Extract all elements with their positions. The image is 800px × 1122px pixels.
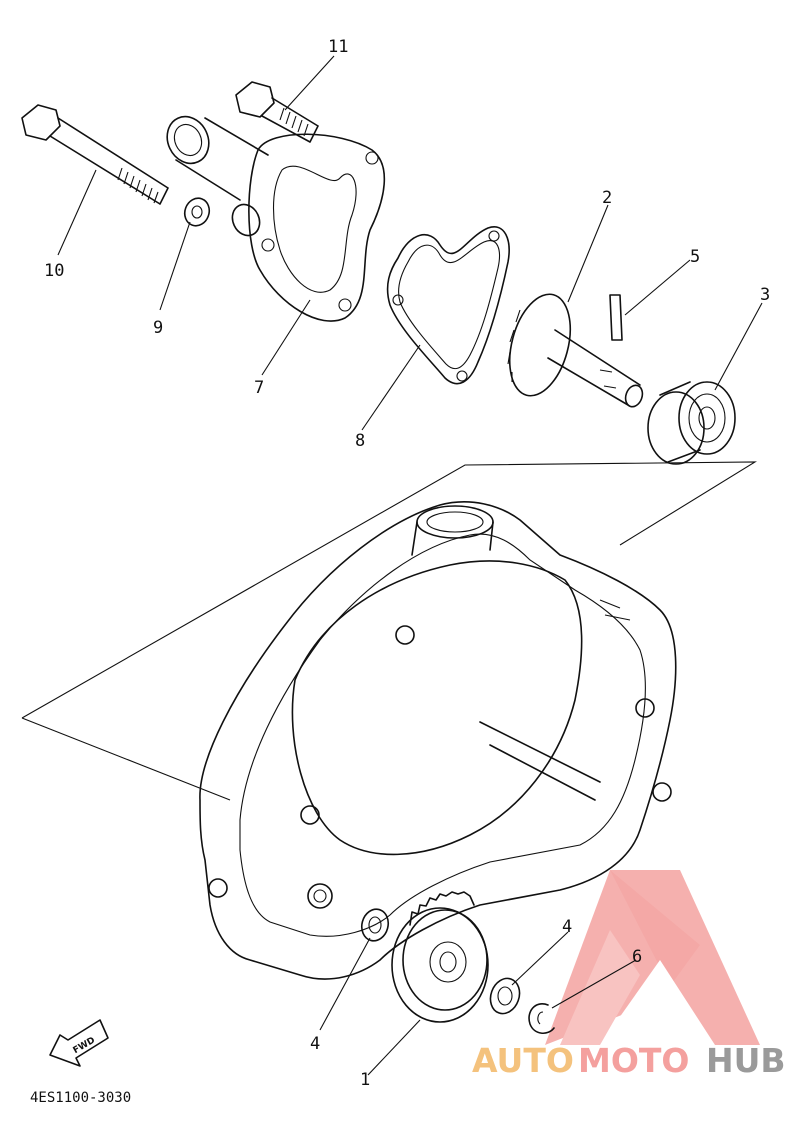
part-7-pump-cover bbox=[166, 115, 386, 322]
callout-11: 11 bbox=[328, 37, 348, 57]
crankcase-cover bbox=[199, 501, 677, 980]
fwd-direction-arrow: FWD bbox=[49, 1019, 109, 1067]
callout-4-right: 4 bbox=[562, 917, 572, 937]
callout-10: 10 bbox=[44, 261, 64, 281]
callout-3: 3 bbox=[760, 285, 770, 305]
watermark-moto: MOTO bbox=[578, 1041, 689, 1080]
callout-6: 6 bbox=[632, 947, 642, 967]
callout-4-left: 4 bbox=[310, 1034, 320, 1054]
part-5-pin bbox=[609, 294, 623, 341]
callout-leader-lines bbox=[57, 55, 763, 1076]
part-2-impeller-shaft bbox=[507, 293, 644, 408]
assembly-plane-outline bbox=[21, 461, 757, 801]
callout-7: 7 bbox=[254, 378, 264, 398]
part-4-washer-left bbox=[360, 908, 390, 942]
part-8-gasket bbox=[386, 226, 510, 385]
part-9-washer bbox=[183, 197, 211, 227]
part-3-bearing bbox=[647, 381, 736, 465]
drawing-code: 4ES1100-3030 bbox=[30, 1090, 131, 1106]
automotohub-logo-mark bbox=[545, 870, 760, 1045]
part-4-washer-right bbox=[489, 977, 521, 1015]
part-6-clip bbox=[528, 1003, 555, 1034]
callout-1: 1 bbox=[360, 1070, 370, 1090]
part-1-gear bbox=[391, 891, 489, 1023]
part-11-bolt bbox=[235, 81, 319, 143]
callout-5: 5 bbox=[690, 247, 700, 267]
part-10-bolt bbox=[21, 104, 169, 205]
watermark-auto: AUTO bbox=[472, 1041, 574, 1080]
watermark-hub: HUB bbox=[706, 1041, 786, 1080]
automotohub-watermark: AUTO MOTO HUB bbox=[472, 1041, 786, 1080]
callout-2: 2 bbox=[602, 188, 612, 208]
callout-9: 9 bbox=[153, 318, 163, 338]
callout-8-label: 8 bbox=[355, 431, 365, 451]
